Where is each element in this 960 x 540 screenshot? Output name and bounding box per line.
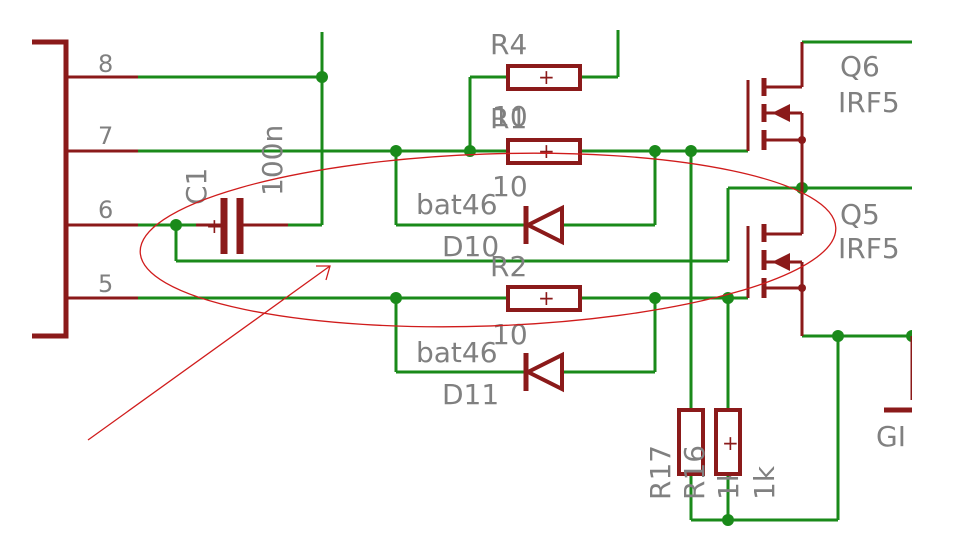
resistor-plus-icon: + [538,139,555,163]
resistor-r1-name: R1 [490,102,527,135]
pin-7-label: 7 [98,122,113,150]
resistor-r4-value: 10 [492,100,528,133]
ground-symbol [884,336,914,413]
resistor-r1: + [506,138,582,165]
mosfet-q6-name: Q6 [840,50,880,83]
annotation-highlight [87,152,837,441]
pin-6-label: 6 [98,196,113,224]
wires [138,30,912,522]
mosfet-q5-value: IRF5 [838,232,900,265]
resistor-r4-name: R4 [490,28,527,61]
capacitor-plus-icon: + [206,214,223,238]
pin-8-label: 8 [98,50,113,78]
resistor-r2-value: 10 [492,318,528,351]
capacitor-c1-name: C1 [180,168,213,205]
resistor-r17-name: R17 [644,445,677,500]
mosfet-q5 [746,188,806,336]
resistor-r16: + [714,408,742,476]
resistor-r2-name: R2 [490,250,527,283]
diode-d11-value: bat46 [416,336,498,369]
diode-d10-name: D10 [442,230,499,263]
ground-label: GI [876,420,906,453]
resistor-r4: + [506,64,582,91]
page-edge [912,0,960,540]
resistor-r16-value: 1k [748,465,781,500]
resistor-r2: + [506,285,582,312]
pin-5-label: 5 [98,270,113,298]
diode-d10-value: bat46 [416,188,498,221]
diode-d11 [523,351,564,393]
connector-header [32,39,138,339]
diode-d10 [523,204,564,246]
mosfet-q6 [746,42,806,188]
mosfet-q6-value: IRF5 [838,86,900,119]
resistor-plus-icon: + [722,431,739,455]
mosfet-q5-name: Q5 [840,198,880,231]
capacitor-c1: + [196,198,288,254]
resistor-plus-icon: + [538,286,555,310]
capacitor-c1-value: 100n [256,125,289,196]
resistor-r17 [677,408,705,476]
resistor-plus-icon: + [538,65,555,89]
resistor-r1-value: 10 [492,170,528,203]
resistor-r16-name: R16 [678,445,711,500]
diode-d11-name: D11 [442,378,499,411]
